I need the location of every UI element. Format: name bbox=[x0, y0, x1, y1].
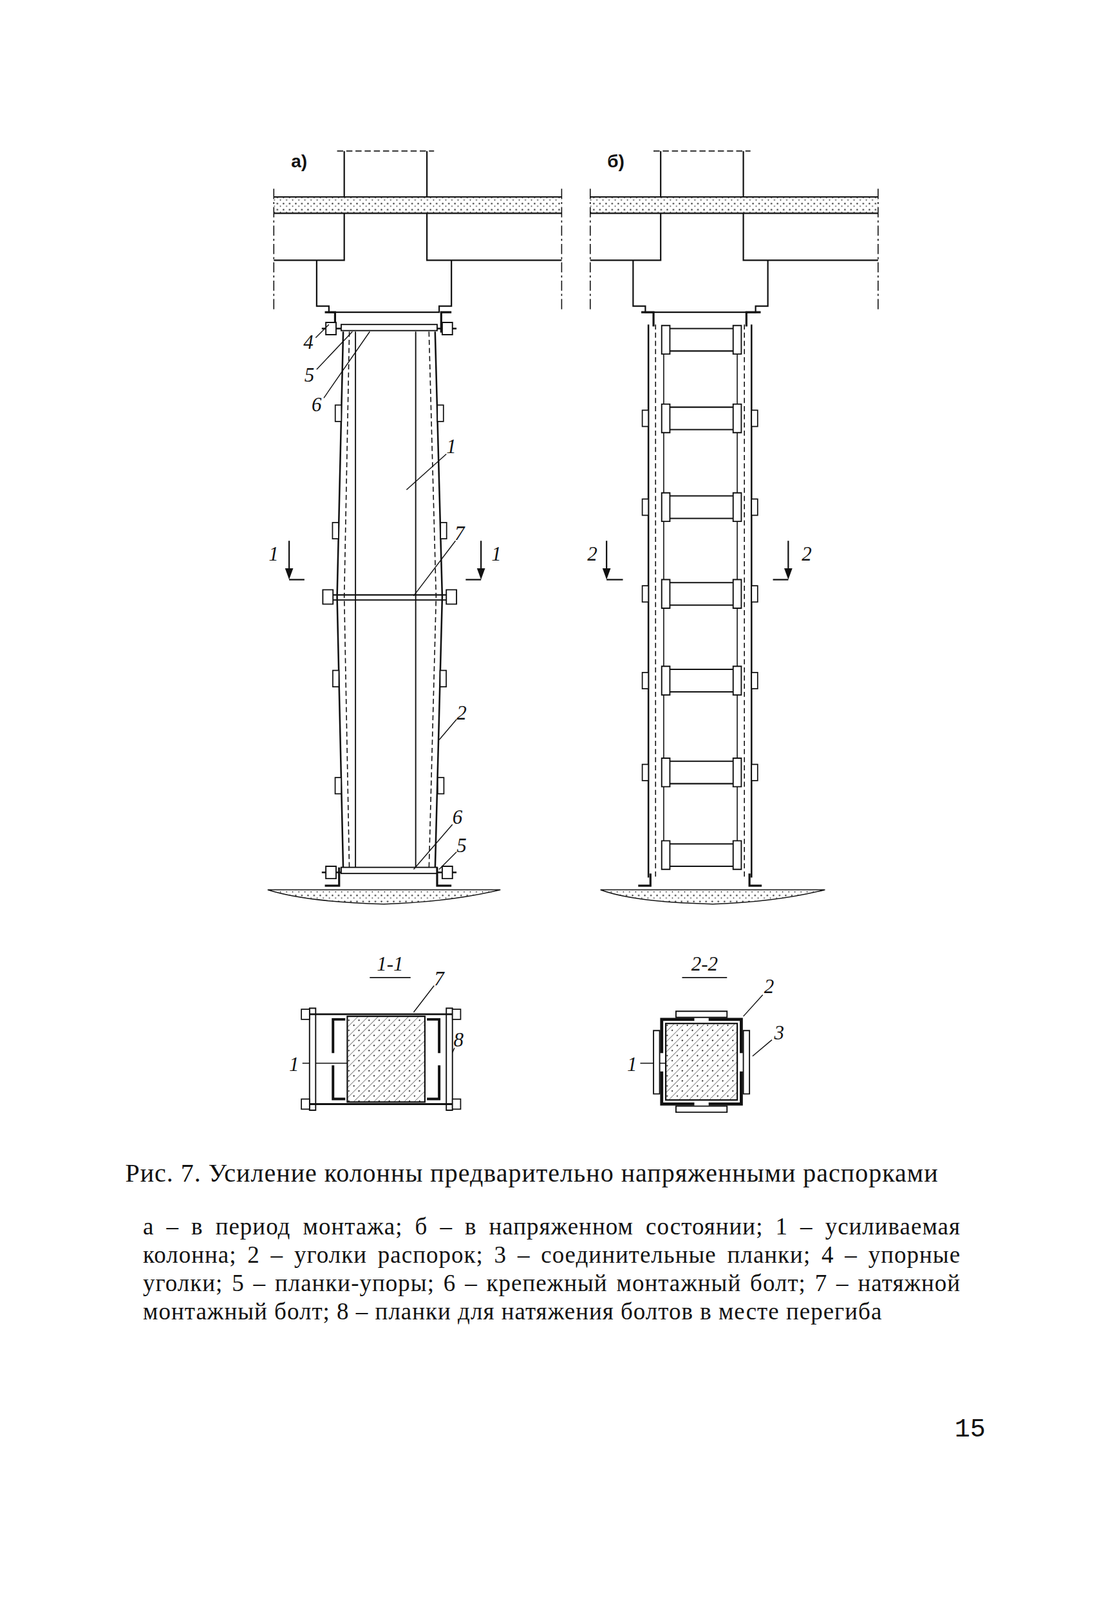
callout-number: 1 bbox=[627, 1053, 638, 1074]
callout-number: 5 bbox=[304, 365, 315, 385]
connecting-plate bbox=[665, 328, 738, 868]
callout-number: 2 bbox=[587, 543, 598, 564]
tension-plate bbox=[309, 1008, 453, 1111]
strut-angle-hidden bbox=[655, 324, 745, 878]
floor-ground bbox=[267, 890, 501, 905]
stop-angle bbox=[325, 312, 452, 886]
figure-letter: а) bbox=[291, 151, 308, 172]
callout-number: 7 bbox=[454, 522, 465, 543]
callout-number: 4 bbox=[303, 332, 314, 353]
section-mark bbox=[289, 540, 789, 580]
leader-line bbox=[302, 324, 772, 1064]
connecting-plate bbox=[653, 1011, 750, 1113]
callout-number: 1-1 bbox=[376, 954, 404, 975]
callout-number: 7 bbox=[433, 968, 445, 989]
tension-bolt bbox=[304, 1014, 458, 1105]
column-section bbox=[665, 1023, 738, 1101]
tension-bolt bbox=[325, 594, 455, 601]
strut-angle bbox=[661, 1019, 742, 1105]
figure-letter: б) bbox=[607, 151, 625, 172]
strut-plate bbox=[642, 410, 758, 781]
page-number: 15 bbox=[954, 1415, 986, 1445]
stop-angle bbox=[638, 312, 762, 886]
strut-angle bbox=[332, 1019, 440, 1100]
callout-number: 6 bbox=[311, 394, 322, 415]
callout-number: 5 bbox=[456, 835, 467, 856]
callout-number: 6 bbox=[452, 806, 463, 827]
callout-number: 1 bbox=[268, 543, 279, 564]
callout-number: 1 bbox=[289, 1053, 300, 1074]
callout-number: 2-2 bbox=[691, 954, 718, 975]
stop-plate bbox=[341, 867, 438, 875]
callout-number: 8 bbox=[453, 1029, 464, 1050]
bolt-nut bbox=[322, 589, 457, 604]
callout-number: 1 bbox=[491, 543, 502, 564]
plate-end bbox=[661, 325, 742, 870]
callout-number: 2 bbox=[456, 703, 467, 724]
legend-text: а – в период монтажа; б – в напряженном … bbox=[142, 1212, 961, 1327]
column-capital bbox=[273, 151, 562, 313]
figure-caption: Рис. 7. Усиление колонны предварительно … bbox=[106, 1158, 957, 1190]
callout-number: 2 bbox=[801, 543, 812, 564]
callout-number: 2 bbox=[764, 976, 775, 997]
stop-plate bbox=[341, 324, 438, 331]
callout-number: 1 bbox=[446, 436, 457, 457]
callout-number: 3 bbox=[774, 1022, 785, 1043]
bolt-nut bbox=[301, 1009, 461, 1110]
section-arrow bbox=[285, 568, 793, 580]
strut-angle bbox=[648, 324, 752, 878]
section-underline bbox=[369, 977, 727, 979]
mount-bolt bbox=[321, 328, 457, 874]
floor-ground bbox=[600, 890, 826, 905]
column-section bbox=[347, 1016, 425, 1103]
column-capital bbox=[590, 151, 879, 313]
